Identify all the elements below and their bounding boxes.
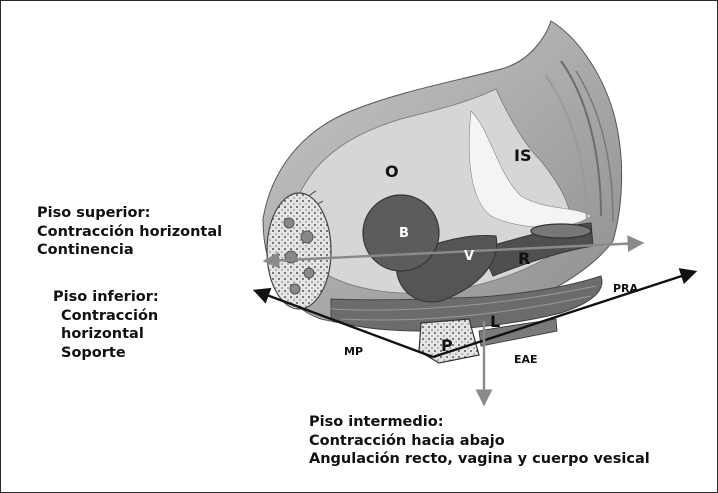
caption-superior-title: Piso superior: [37,205,151,221]
caption-inferior-line1: Contracción [61,307,159,324]
external-anal-sphincter [478,318,558,347]
caption-superior-line1: Contracción horizontal [37,223,223,240]
arrow-inferior-right [432,268,698,359]
label-B: B [399,226,409,241]
caption-superior-floor: Piso superior: Contracción horizontal Co… [37,204,222,260]
caption-intermediate-title: Piso intermedio: [309,414,444,430]
caption-intermediate-line1: Contracción hacia abajo [309,432,505,449]
label-V: V [464,249,474,264]
caption-intermediate-floor: Piso intermedio: Contracción hacia abajo… [309,413,650,469]
label-R: R [518,249,530,268]
caption-inferior-line3: Soporte [61,344,126,361]
peritoneal-recess [468,110,592,228]
label-P: P [441,336,453,355]
caption-superior-line2: Continencia [37,242,134,258]
label-O: O [385,162,399,181]
arrow-superior-floor [262,235,645,269]
caption-inferior-title: Piso inferior: [53,289,159,305]
caption-intermediate-line2: Angulación recto, vagina y cuerpo vesica… [309,451,650,467]
arrow-inferior-left [252,287,434,359]
label-L: L [490,312,500,331]
label-EAE: EAE [514,353,538,366]
caption-inferior-line2: horizontal [61,326,144,342]
perineal-body [418,318,480,364]
label-IS: IS [514,146,531,165]
label-PRA: PRA [613,282,639,295]
caption-inferior-floor: Piso inferior: Contracción horizontal So… [53,288,159,362]
label-MP: MP [344,345,363,358]
